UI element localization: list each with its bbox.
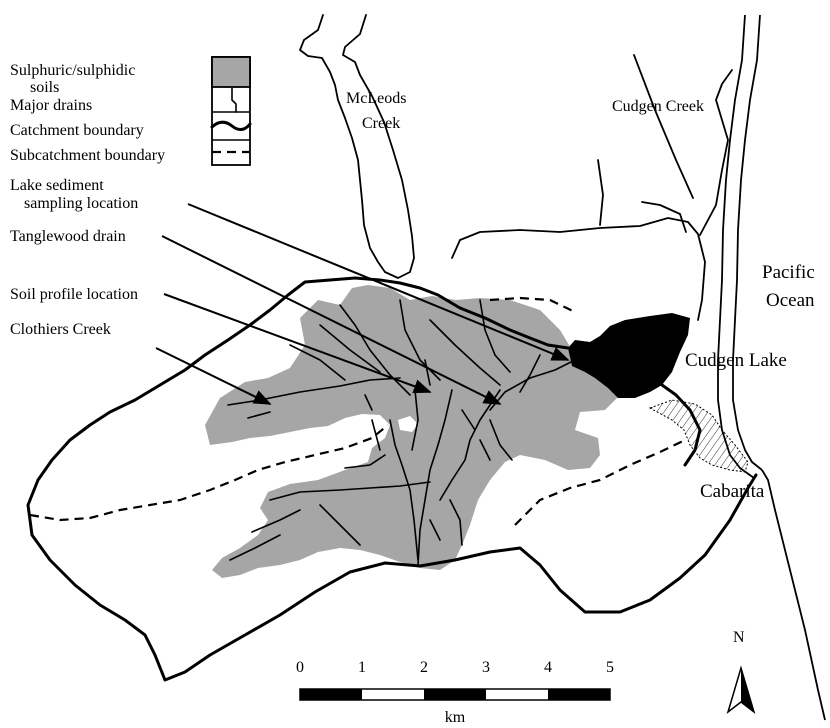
legend-drain-swatch: [231, 87, 237, 113]
legend-catchment-swatch: [210, 120, 252, 131]
scale-tick-1: 1: [358, 659, 366, 676]
lake-sediment-arrow: [187, 203, 570, 361]
legend-catchment-label: Catchment boundary: [10, 122, 144, 139]
legend-major-drains-label: Major drains: [10, 97, 92, 114]
cudgen-creek-river: [451, 54, 733, 321]
mcleods-creek-river: [299, 14, 415, 279]
legend-soil-swatch: [211, 56, 251, 88]
legend: Sulphuric/sulphidic soils Major drains C…: [10, 56, 252, 166]
cudgen-creek-label: Cudgen Creek: [612, 98, 704, 115]
legend-subcatchment-label: Subcatchment boundary: [10, 147, 165, 164]
north-label: N: [733, 629, 745, 646]
mcleods-label-1: McLeods: [346, 90, 406, 107]
tanglewood-label: Tanglewood drain: [10, 228, 126, 245]
scale-tick-5: 5: [606, 659, 614, 676]
scale-bar: 0 1 2 3 4 5 km: [296, 659, 614, 726]
pacific-label-1: Pacific: [762, 262, 815, 283]
scale-tick-4: 4: [544, 659, 552, 676]
mcleods-label-2: Creek: [362, 115, 400, 132]
soil-profile-arrow: [163, 293, 432, 394]
catchment-boundary-line: [26, 276, 758, 682]
clothiers-arrow: [155, 347, 272, 405]
legend-sulphuric-label-1: Sulphuric/sulphidic: [10, 62, 135, 79]
clothiers-label: Clothiers Creek: [10, 321, 111, 338]
subcatchment-boundary-line: [29, 296, 686, 526]
scale-tick-0: 0: [296, 659, 304, 676]
scale-unit-label: km: [445, 709, 466, 726]
pacific-label-2: Ocean: [766, 290, 815, 311]
scale-tick-2: 2: [420, 659, 428, 676]
tanglewood-arrow: [161, 235, 502, 405]
cudgen-lake-label: Cudgen Lake: [685, 350, 787, 371]
major-drains: [227, 299, 576, 566]
cabarita-label: Cabarita: [700, 481, 765, 502]
north-arrow-icon: N: [726, 629, 756, 715]
cudgen-lake-water: [568, 313, 690, 398]
scale-tick-3: 3: [482, 659, 490, 676]
place-names: McLeods Creek Cudgen Creek Pacific Ocean…: [346, 90, 815, 502]
lake-sediment-label-2: sampling location: [24, 195, 138, 212]
legend-sulphuric-label-2: soils: [30, 79, 59, 96]
soil-profile-label: Soil profile location: [10, 286, 138, 303]
annotations: Lake sediment sampling location Tanglewo…: [10, 177, 570, 405]
lake-sediment-label-1: Lake sediment: [10, 177, 104, 194]
